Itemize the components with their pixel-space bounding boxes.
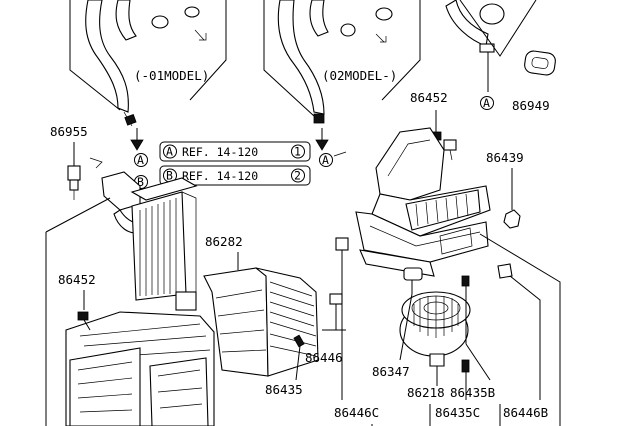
clip-86446b xyxy=(497,263,541,400)
part-number-86955: 86955 xyxy=(50,124,88,139)
ref-marker-a-left-label: A xyxy=(137,153,144,167)
heater-unit-case xyxy=(45,197,215,426)
part-number-86949: 86949 xyxy=(512,98,550,113)
screw-86435b xyxy=(461,275,491,381)
ref-marker-a-left xyxy=(134,153,148,167)
model-label-left: (-01MODEL) xyxy=(134,68,209,83)
leader-86347 xyxy=(399,293,413,361)
screw-86452-left xyxy=(77,290,91,331)
drain-hose-illustration xyxy=(445,0,537,92)
model-label-right: (02MODEL-) xyxy=(322,68,397,83)
part-number-86435: 86435 xyxy=(265,382,303,397)
part-number-86452-left: 86452 xyxy=(58,272,96,287)
part-number-86282: 86282 xyxy=(205,234,243,249)
part-number-86218: 86218 xyxy=(407,385,445,400)
ref-marker-a-middle xyxy=(319,153,333,167)
screw-86435c xyxy=(461,359,470,400)
heater-hose-right-illustration xyxy=(263,0,421,124)
ref-marker-a-topright xyxy=(480,96,494,110)
part-number-86439: 86439 xyxy=(486,150,524,165)
screw-86435 xyxy=(293,334,305,381)
sensor-86955 xyxy=(67,142,81,200)
svg-text:1: 1 xyxy=(294,145,301,159)
part-number-86446b: 86446B xyxy=(503,405,548,420)
svg-text:REF. 14-120: REF. 14-120 xyxy=(182,145,258,159)
svg-text:2: 2 xyxy=(294,169,301,183)
reference-box-1: A REF. 14-120 1 xyxy=(159,141,311,162)
part-number-86446: 86446 xyxy=(305,350,343,365)
svg-text:REF. 14-120: REF. 14-120 xyxy=(182,169,258,183)
part-number-86435c: 86435C xyxy=(435,405,480,420)
part-number-86452-top: 86452 xyxy=(410,90,448,105)
connection-arrows xyxy=(89,128,347,169)
svg-text:B: B xyxy=(166,169,173,183)
nut-86439 xyxy=(503,168,521,229)
part-number-86446c: 86446C xyxy=(334,405,379,420)
ref-marker-a-topright-label: A xyxy=(483,96,490,110)
ref-marker-a-middle-label: A xyxy=(322,153,329,167)
svg-text:A: A xyxy=(166,145,173,159)
clip-86446c-left xyxy=(335,237,349,400)
blower-case xyxy=(355,127,561,426)
part-number-86347: 86347 xyxy=(372,364,410,379)
ref-marker-b-left-label: B xyxy=(137,175,144,189)
bolt-86439-top xyxy=(443,139,457,161)
part-number-86435b: 86435B xyxy=(450,385,495,400)
duct-86282 xyxy=(203,252,319,377)
heater-core xyxy=(101,171,198,301)
blower-motor-86218 xyxy=(399,267,471,386)
grommet-86949 xyxy=(524,50,556,76)
heater-hose-left-illustration xyxy=(69,0,227,127)
